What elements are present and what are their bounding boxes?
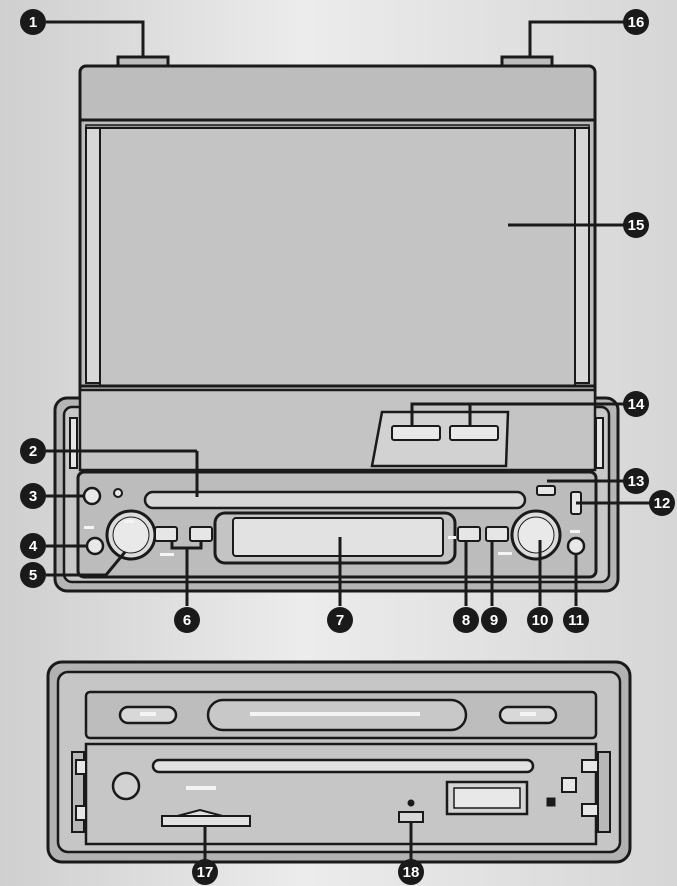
chassis-markings	[140, 712, 536, 790]
callout-18: 18	[398, 859, 424, 885]
tft-screen	[99, 127, 576, 387]
callout-2: 2	[20, 438, 46, 464]
svg-text:8: 8	[462, 612, 470, 629]
callout-14: 14	[623, 391, 649, 417]
svg-text:13: 13	[628, 473, 645, 490]
svg-text:18: 18	[403, 864, 420, 881]
disc-slot-top	[143, 490, 527, 510]
right-jack	[566, 536, 586, 556]
left-button-b	[189, 526, 213, 542]
svg-text:17: 17	[197, 864, 214, 881]
svg-text:2: 2	[29, 443, 37, 460]
sd-card-slot	[161, 815, 251, 827]
callout-15: 15	[623, 212, 649, 238]
svg-text:3: 3	[29, 488, 37, 505]
svg-text:1: 1	[29, 14, 37, 31]
callout-11: 11	[563, 607, 589, 633]
callout-3: 3	[20, 483, 46, 509]
leader-lines	[46, 20, 653, 860]
disc-slot-chassis	[151, 758, 535, 774]
callout-13: 13	[623, 468, 649, 494]
callout-5: 5	[20, 562, 46, 588]
lcd-display	[232, 517, 444, 557]
callout-4: 4	[20, 533, 46, 559]
svg-text:4: 4	[29, 538, 38, 555]
panel-markings	[84, 520, 580, 556]
callout-7: 7	[327, 607, 353, 633]
callout-10: 10	[527, 607, 553, 633]
callout-8: 8	[453, 607, 479, 633]
callout-16: 16	[623, 9, 649, 35]
svg-text:10: 10	[532, 612, 549, 629]
svg-text:11: 11	[568, 612, 584, 629]
svg-text:6: 6	[183, 612, 191, 629]
svg-text:9: 9	[490, 612, 498, 629]
svg-text:16: 16	[628, 14, 645, 31]
right-button-b	[485, 526, 509, 542]
monitor-assembly	[78, 55, 597, 473]
reset-hole	[398, 811, 424, 823]
reset-jack	[82, 486, 102, 506]
callout-6: 6	[174, 607, 200, 633]
right-button-a	[457, 526, 481, 542]
svg-text:5: 5	[29, 567, 37, 584]
left-button-a	[154, 526, 178, 542]
monitor-button-right	[449, 425, 499, 441]
callout-9: 9	[481, 607, 507, 633]
svg-text:12: 12	[654, 495, 671, 512]
callout-badges: 1 16 15 14 2 3 4 5 13 12 6 7 8 9 10 11 1…	[20, 9, 675, 885]
callout-12: 12	[649, 490, 675, 516]
svg-text:14: 14	[628, 396, 645, 413]
callout-17: 17	[192, 859, 218, 885]
front-panel	[53, 388, 620, 593]
svg-text:15: 15	[628, 217, 645, 234]
callout-1: 1	[20, 9, 46, 35]
svg-text:7: 7	[336, 612, 344, 629]
aux-jack	[85, 536, 105, 556]
chassis-front	[46, 660, 632, 864]
monitor-button-left	[391, 425, 441, 441]
